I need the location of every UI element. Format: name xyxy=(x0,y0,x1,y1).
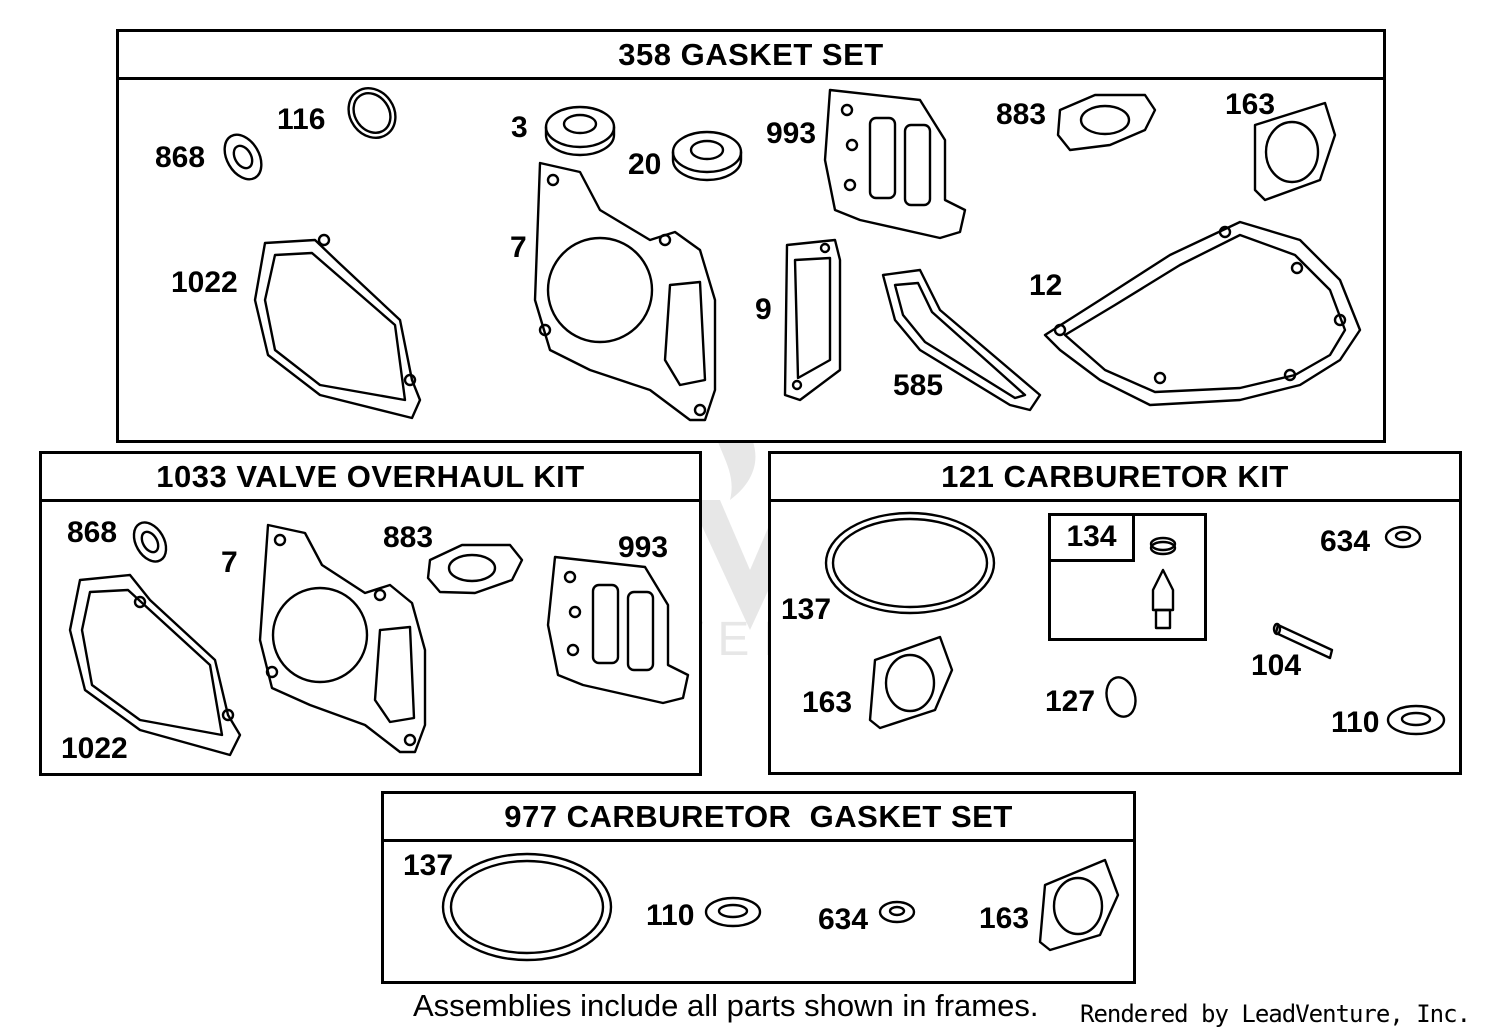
label-993: 993 xyxy=(618,531,669,564)
part-585-gasket[interactable] xyxy=(881,268,1042,412)
label-883: 883 xyxy=(996,98,1047,131)
part-883-spacer[interactable] xyxy=(1056,93,1157,152)
part-993-plate[interactable] xyxy=(546,555,690,705)
label-137: 137 xyxy=(781,593,832,626)
part-993-plate[interactable] xyxy=(823,88,967,240)
part-20-seal[interactable] xyxy=(671,130,743,182)
part-3-seal[interactable] xyxy=(544,105,616,157)
carburetor-kit-title: 121 CARBURETOR KIT xyxy=(771,454,1459,502)
part-137-o-ring[interactable] xyxy=(441,852,613,962)
label-9: 9 xyxy=(755,293,772,326)
gasket-set-title: 358 GASKET SET xyxy=(119,32,1383,80)
label-883: 883 xyxy=(383,521,434,554)
label-868: 868 xyxy=(155,141,206,174)
label-868: 868 xyxy=(67,516,118,549)
label-110: 110 xyxy=(1331,706,1380,739)
label-585: 585 xyxy=(893,369,944,402)
assemblies-footnote: Assemblies include all parts shown in fr… xyxy=(413,988,1039,1023)
label-104: 104 xyxy=(1251,649,1302,682)
part-7-head-gasket[interactable] xyxy=(258,523,427,754)
part-104-pin[interactable] xyxy=(1272,622,1334,660)
label-634: 634 xyxy=(1320,525,1371,558)
part-163-gasket[interactable] xyxy=(1253,101,1337,202)
label-20: 20 xyxy=(628,148,662,181)
label-163: 163 xyxy=(979,902,1030,935)
carburetor-gasket-set-title: 977 CARBURETOR GASKET SET xyxy=(384,794,1133,842)
part-134-needle-and-seat[interactable] xyxy=(1149,536,1177,630)
part-12-crankcase-gasket[interactable] xyxy=(1043,220,1362,407)
part-868-seal[interactable] xyxy=(217,128,269,186)
part-110-washer[interactable] xyxy=(1386,704,1446,736)
part-116-ring[interactable] xyxy=(339,79,405,147)
label-127: 127 xyxy=(1045,685,1096,718)
label-12: 12 xyxy=(1029,269,1063,302)
part-634-washer[interactable] xyxy=(878,900,916,924)
label-137: 137 xyxy=(403,849,454,882)
part-868-seal[interactable] xyxy=(127,517,172,567)
label-1022: 1022 xyxy=(61,732,128,765)
label-993: 993 xyxy=(766,117,817,150)
label-634: 634 xyxy=(818,903,869,936)
rendered-by-credit: Rendered by LeadVenture, Inc. xyxy=(1080,1000,1471,1028)
label-163: 163 xyxy=(1225,88,1276,121)
part-163-gasket[interactable] xyxy=(1038,858,1120,952)
label-3: 3 xyxy=(511,111,528,144)
valve-overhaul-kit-title: 1033 VALVE OVERHAUL KIT xyxy=(42,454,699,502)
carburetor-kit-frame: 121 CARBURETOR KIT xyxy=(768,451,1462,775)
part-137-o-ring[interactable] xyxy=(824,511,996,615)
label-134: 134 xyxy=(1051,516,1135,562)
label-7: 7 xyxy=(510,231,527,264)
part-7-head-gasket[interactable] xyxy=(533,161,717,422)
part-110-washer[interactable] xyxy=(704,896,762,928)
part-163-gasket[interactable] xyxy=(868,635,954,730)
part-1022-gasket[interactable] xyxy=(68,573,242,757)
label-7: 7 xyxy=(221,546,238,579)
part-883-spacer[interactable] xyxy=(426,543,524,595)
part-9-gasket[interactable] xyxy=(783,238,842,402)
part-127-plug[interactable] xyxy=(1102,674,1139,720)
part-634-washer[interactable] xyxy=(1384,525,1422,549)
label-110: 110 xyxy=(646,899,695,932)
label-116: 116 xyxy=(277,103,326,136)
part-1022-gasket[interactable] xyxy=(253,233,422,420)
label-1022: 1022 xyxy=(171,266,238,299)
part-134-subframe: 134 xyxy=(1048,513,1207,641)
label-163: 163 xyxy=(802,686,853,719)
